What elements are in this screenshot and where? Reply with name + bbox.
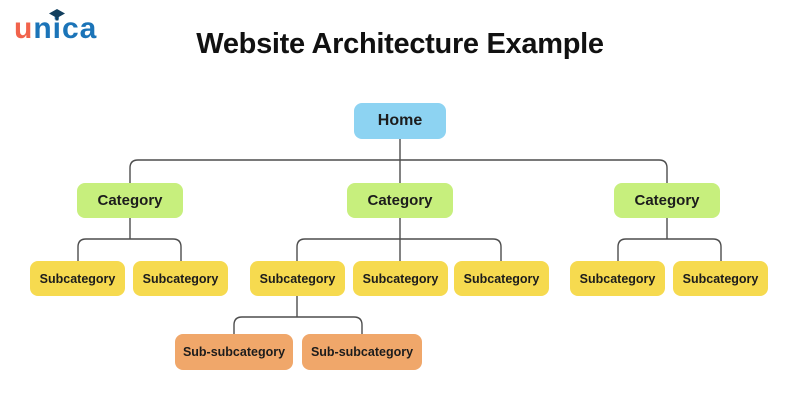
node-subcategory-4: Subcategory [353, 261, 448, 296]
node-category-2: Category [347, 183, 453, 218]
node-sub-subcategory-1: Sub-subcategory [175, 334, 293, 370]
node-subcategory-7: Subcategory [673, 261, 768, 296]
connector-sub3-bar [233, 316, 363, 334]
node-sub-subcategory-2: Sub-subcategory [302, 334, 422, 370]
logo-letters-ca: ca [62, 12, 98, 45]
node-subcategory-3: Subcategory [250, 261, 345, 296]
connector-cat1-bar [77, 238, 182, 261]
logo-letter-n: n [33, 12, 53, 45]
node-category-1: Category [77, 183, 183, 218]
connector-cat2-bar [296, 238, 502, 261]
connector-home-right [400, 159, 668, 183]
logo-letter-u: u [14, 12, 34, 45]
page-title: Website Architecture Example [196, 28, 604, 60]
node-subcategory-5: Subcategory [454, 261, 549, 296]
node-home: Home [354, 103, 446, 139]
connector-home-left [129, 159, 400, 183]
connector-cat3-bar [617, 238, 722, 261]
node-subcategory-6: Subcategory [570, 261, 665, 296]
node-category-3: Category [614, 183, 720, 218]
node-subcategory-1: Subcategory [30, 261, 125, 296]
node-subcategory-2: Subcategory [133, 261, 228, 296]
